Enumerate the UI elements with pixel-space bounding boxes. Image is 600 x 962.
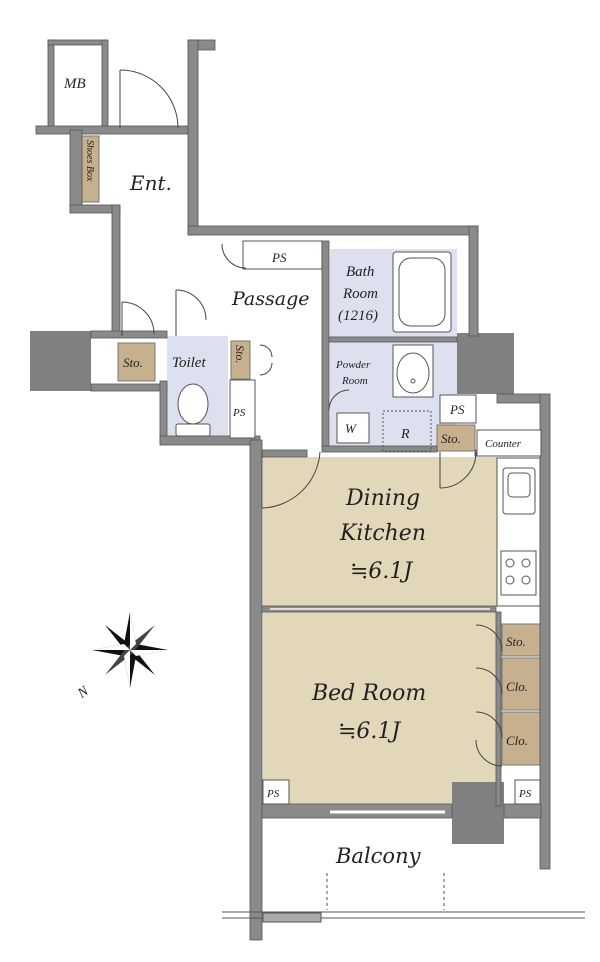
clo1-label: Clo. xyxy=(506,679,528,694)
washer-label: W xyxy=(345,421,357,436)
ps-toilet-label: PS xyxy=(232,407,246,419)
sto-left-label: Sto. xyxy=(123,355,143,370)
sto-bed-label: Sto. xyxy=(506,634,526,649)
ps-bed-left-label: PS xyxy=(266,788,280,800)
counter-label: Counter xyxy=(485,438,522,450)
doors xyxy=(119,69,503,767)
bath-label-2: Room xyxy=(342,286,378,302)
column-right-upper xyxy=(457,333,514,394)
powder-label-2: Room xyxy=(341,375,368,387)
clo1-block xyxy=(501,657,541,711)
powder-label-1: Powder xyxy=(335,359,371,371)
north-label: N xyxy=(74,684,92,703)
dining-size-label: ≒6.1J xyxy=(350,559,413,584)
bath-label-3: (1216) xyxy=(338,308,378,324)
sto-left-block xyxy=(117,342,156,382)
fixtures xyxy=(175,240,585,923)
ps-bed-right-label: PS xyxy=(518,788,532,800)
passage-label: Passage xyxy=(231,288,310,310)
sto-kitchen-block xyxy=(436,424,476,452)
bed-room-floor xyxy=(263,612,497,805)
refrigerator-label: R xyxy=(400,427,410,442)
sto-toilet-block xyxy=(230,340,251,380)
balcony-label: Balcony xyxy=(335,844,422,868)
bath-label-1: Bath xyxy=(346,264,374,280)
dining-label-1: Dining xyxy=(345,486,420,511)
dining-kitchen-floor xyxy=(263,457,497,607)
entrance-label: Ent. xyxy=(129,171,172,195)
mb-label: MB xyxy=(63,76,86,92)
shoes-box-label: Shoes Box xyxy=(84,140,95,182)
sto-kitchen-label: Sto. xyxy=(441,431,461,446)
ps-right-label: PS xyxy=(449,402,465,417)
dining-label-2: Kitchen xyxy=(339,521,426,546)
compass-rose-icon xyxy=(92,612,168,688)
toilet-label: Toilet xyxy=(172,355,206,371)
bed-label: Bed Room xyxy=(311,681,426,706)
column-left xyxy=(30,331,91,391)
clo2-label: Clo. xyxy=(506,733,528,748)
ps-upper-label: PS xyxy=(271,250,287,265)
column-bed xyxy=(452,782,504,844)
bed-size-label: ≒6.1J xyxy=(338,719,401,744)
sto-toilet-label: Sto. xyxy=(233,345,247,363)
